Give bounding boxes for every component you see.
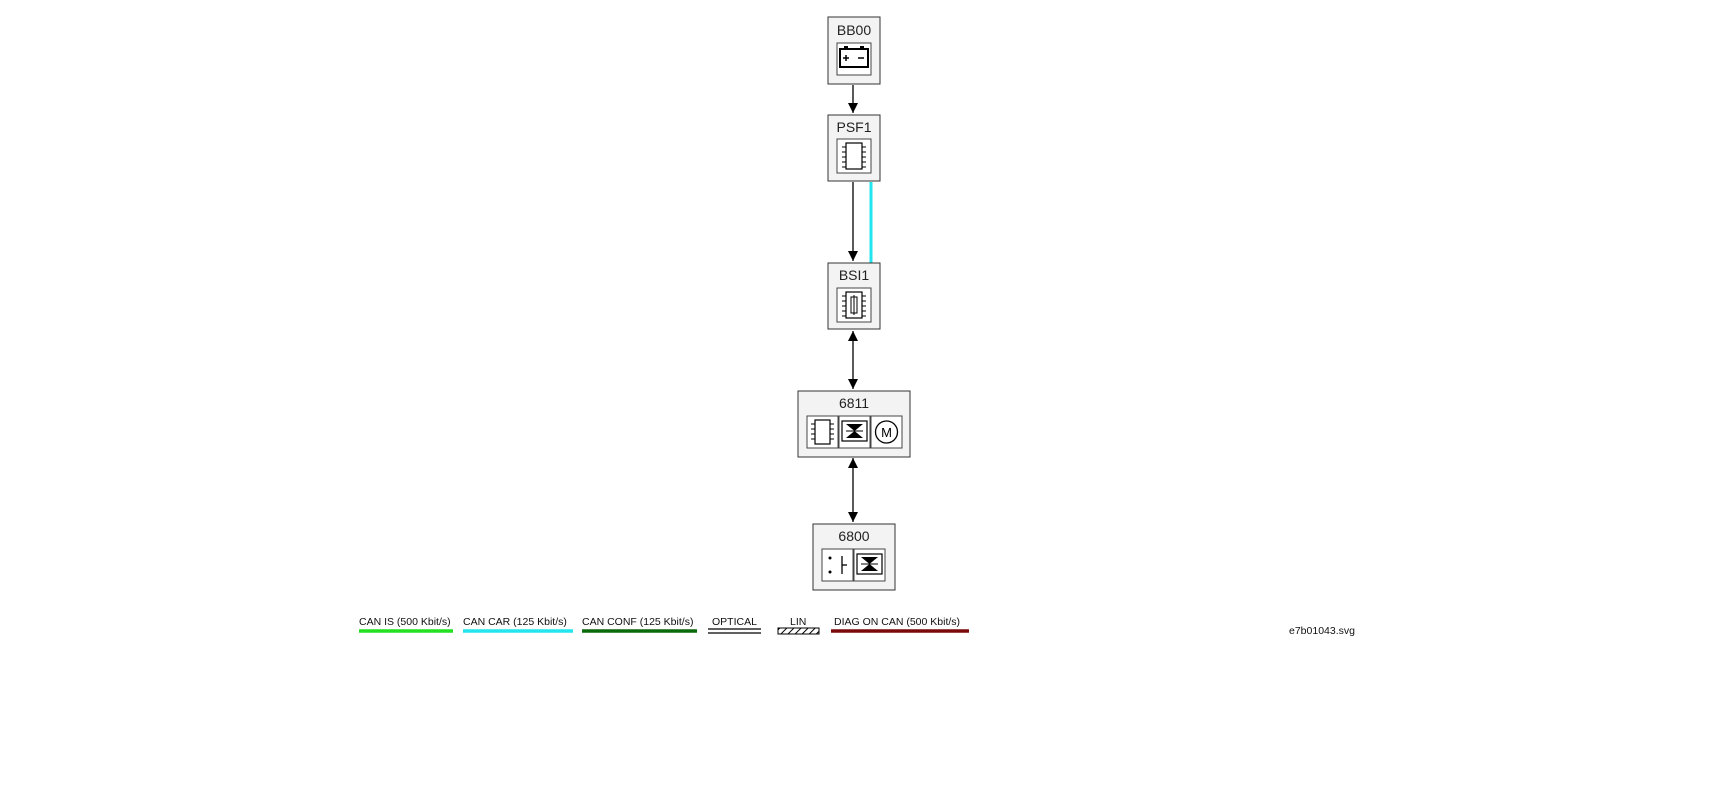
legend-item-can-car: CAN CAR (125 Kbit/s) (463, 616, 573, 633)
connections (848, 85, 873, 522)
node-6811[interactable]: 6811 M (797, 390, 911, 458)
chip-icon (806, 415, 839, 449)
node-label: BB00 (837, 22, 871, 38)
chip-icon (836, 138, 872, 174)
legend-item-optical: OPTICAL (708, 616, 761, 634)
node-psf1[interactable]: PSF1 (827, 114, 881, 182)
actuator-icon (853, 548, 886, 582)
legend-item-can-is: CAN IS (500 Kbit/s) (359, 616, 453, 633)
fuse-chip-icon (836, 287, 872, 323)
legend-label: CAN CONF (125 Kbit/s) (582, 616, 693, 628)
legend-item-lin: LIN (777, 616, 820, 635)
legend-label: LIN (790, 616, 806, 628)
switch-icon (821, 548, 854, 582)
actuator-icon (838, 415, 871, 449)
legend-label: DIAG ON CAN (500 Kbit/s) (834, 616, 960, 628)
motor-icon: M (870, 415, 903, 449)
node-6800[interactable]: 6800 (812, 523, 896, 591)
node-label: 6800 (838, 528, 869, 544)
legend-label: CAN IS (500 Kbit/s) (359, 616, 451, 628)
legend-label: CAN CAR (125 Kbit/s) (463, 616, 567, 628)
legend-item-can-conf: CAN CONF (125 Kbit/s) (582, 616, 697, 633)
node-label: BSI1 (839, 267, 870, 283)
node-label: 6811 (839, 395, 869, 411)
battery-icon (836, 42, 872, 76)
legend-item-diag-on-can: DIAG ON CAN (500 Kbit/s) (831, 616, 969, 633)
node-label: PSF1 (836, 119, 871, 135)
legend: CAN IS (500 Kbit/s) CAN CAR (125 Kbit/s)… (359, 616, 969, 635)
diagram-filename: e7b01043.svg (1289, 625, 1355, 637)
node-bb00[interactable]: BB00 (827, 16, 881, 85)
node-bsi1[interactable]: BSI1 (827, 262, 881, 330)
legend-label: OPTICAL (712, 616, 757, 628)
svg-text:M: M (881, 425, 892, 440)
